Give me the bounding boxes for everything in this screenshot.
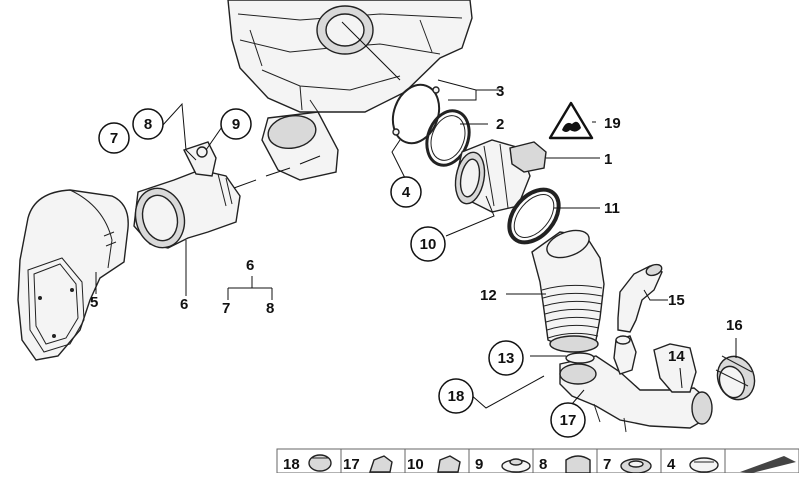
svg-text:9: 9 [232, 116, 240, 133]
label-15: 15 [668, 292, 685, 309]
label-19: 19 [604, 115, 621, 132]
svg-text:10: 10 [407, 456, 424, 473]
label-1: 1 [604, 151, 612, 168]
air-filter-housing[interactable] [227, 0, 473, 113]
label-3: 3 [496, 83, 504, 100]
strip-item-9[interactable]: 9 [468, 448, 534, 474]
callout-17[interactable]: 17 [550, 402, 586, 438]
part-14-intake-pipe[interactable] [559, 335, 713, 433]
callout-7[interactable]: 7 [98, 122, 130, 154]
svg-text:17: 17 [343, 456, 360, 473]
callout-4[interactable]: 4 [390, 176, 422, 208]
part-1-air-mass-meter[interactable] [452, 139, 547, 213]
callout-10[interactable]: 10 [410, 226, 446, 262]
callout-13[interactable]: 13 [488, 340, 524, 376]
svg-text:8: 8 [539, 456, 547, 473]
label-6b: 6 [246, 257, 254, 274]
label-8b: 8 [266, 300, 274, 317]
part-11-hose-clamp[interactable] [499, 180, 568, 252]
svg-text:4: 4 [402, 184, 411, 201]
label-5: 5 [90, 294, 98, 311]
callout-9[interactable]: 9 [220, 108, 252, 140]
svg-text:7: 7 [603, 456, 611, 473]
svg-text:8: 8 [144, 116, 152, 133]
strip-item-blank [724, 448, 799, 474]
plain-labels: 3 2 19 1 11 12 15 16 14 5 6 6 7 8 [90, 83, 743, 365]
svg-text:13: 13 [498, 350, 515, 367]
part-13-seal[interactable] [565, 352, 595, 364]
part-15-vent-hose[interactable] [617, 263, 663, 333]
strip-item-4[interactable]: 4 [660, 448, 726, 474]
bellows-ribs [541, 284, 603, 339]
strip-item-8[interactable]: 8 [532, 448, 598, 474]
label-6: 6 [180, 296, 188, 313]
label-2: 2 [496, 116, 504, 133]
svg-text:17: 17 [560, 412, 577, 429]
fastener-strip: 18 17 10 9 8 7 [276, 448, 799, 474]
label-14: 14 [668, 348, 685, 365]
callout-8[interactable]: 8 [132, 108, 164, 140]
part-16-grommet[interactable] [712, 351, 761, 405]
strip-item-18[interactable]: 18 [276, 448, 342, 474]
callout-18[interactable]: 18 [438, 378, 474, 414]
housing-intake-duct[interactable] [261, 99, 339, 181]
svg-text:18: 18 [283, 456, 300, 473]
strip-item-10[interactable]: 10 [404, 448, 470, 474]
strip-item-17[interactable]: 17 [340, 448, 406, 474]
part-5-intake-snorkel[interactable] [17, 189, 129, 361]
label-12: 12 [480, 287, 497, 304]
label-16: 16 [726, 317, 743, 334]
part-3-clamp[interactable] [385, 78, 447, 149]
part-12-bellows-hose[interactable] [531, 225, 605, 353]
svg-text:4: 4 [667, 456, 676, 473]
svg-text:10: 10 [420, 236, 437, 253]
strip-item-7[interactable]: 7 [596, 448, 662, 474]
svg-text:9: 9 [475, 456, 483, 473]
leader-lines [95, 21, 737, 409]
label-11: 11 [604, 200, 620, 217]
svg-text:7: 7 [110, 130, 118, 147]
label-7b: 7 [222, 300, 230, 317]
warning-triangle-icon [548, 101, 594, 140]
part-2-seal-ring[interactable] [420, 105, 477, 171]
part-6-intake-elbow[interactable] [129, 141, 241, 253]
svg-text:18: 18 [448, 388, 465, 405]
